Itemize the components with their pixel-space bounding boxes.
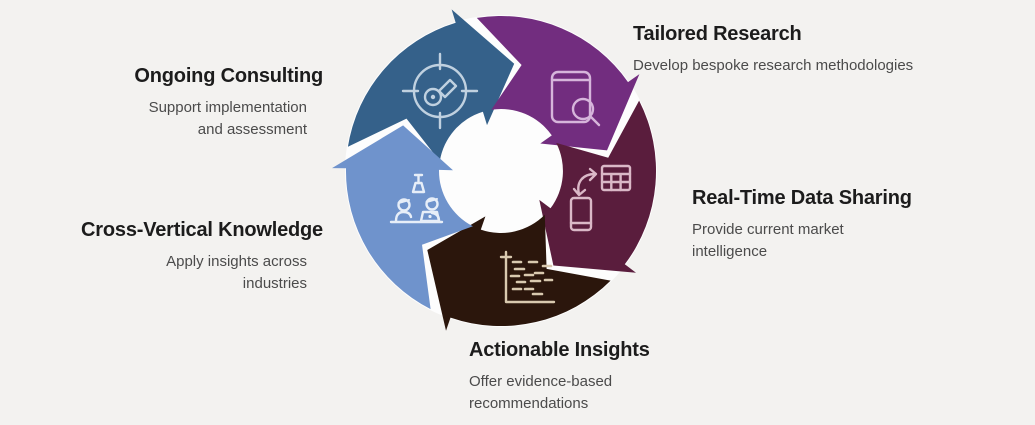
label-description: Develop bespoke research methodologies bbox=[633, 57, 914, 74]
label-cross-vertical-knowledge: Cross-Vertical Knowledge Apply insights … bbox=[81, 218, 323, 294]
label-real-time-data-sharing: Real-Time Data Sharing Provide current m… bbox=[692, 186, 912, 262]
label-title: Real-Time Data Sharing bbox=[692, 187, 912, 209]
label-tailored-research: Tailored Research Develop bespoke resear… bbox=[633, 22, 913, 77]
cycle-segment-cross-vertical-knowledge bbox=[332, 125, 473, 310]
label-ongoing-consulting: Ongoing Consulting Support implementatio… bbox=[134, 64, 323, 140]
label-description: Offer evidence-based recommendations bbox=[469, 373, 613, 412]
label-actionable-insights: Actionable Insights Offer evidence-based… bbox=[469, 338, 650, 414]
label-title: Actionable Insights bbox=[469, 339, 650, 361]
label-title: Ongoing Consulting bbox=[134, 65, 323, 87]
label-description: Provide current market intelligence bbox=[692, 221, 844, 260]
label-title: Cross-Vertical Knowledge bbox=[81, 219, 323, 241]
chart-dashes-icon bbox=[499, 250, 556, 304]
people-consulting-icon bbox=[389, 173, 444, 224]
label-description: Apply insights across industries bbox=[166, 253, 307, 292]
phone-table-sync-icon bbox=[569, 164, 632, 232]
book-magnifier-icon bbox=[550, 70, 601, 127]
cycle-segment-tailored-research bbox=[476, 15, 640, 151]
cycle-segment-ongoing-consulting bbox=[347, 9, 515, 162]
cycle-arrows-group bbox=[332, 9, 657, 331]
label-description: Support implementation and assessment bbox=[148, 99, 307, 138]
cycle-segment-actionable-insights bbox=[427, 214, 611, 331]
label-title: Tailored Research bbox=[633, 23, 802, 45]
target-key-icon bbox=[401, 52, 479, 130]
cycle-segment-real-time-data-sharing bbox=[539, 100, 657, 273]
